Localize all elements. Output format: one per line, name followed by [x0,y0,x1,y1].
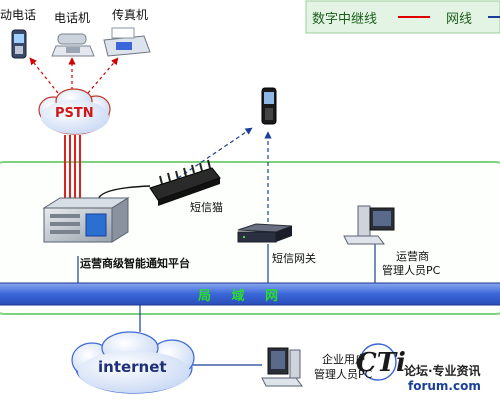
fax-label: 传真机 [112,8,149,22]
operator-pc-icon [343,205,395,245]
mobile-phone-icon [11,29,27,59]
pstn-to-phones-arrows [29,57,119,94]
fax-icon [103,27,151,57]
operator-pc-label-line2: 管理人员PC [382,264,441,277]
enterprise-pc-label-line1: 企业用户 [322,353,366,366]
pstn-cloud-label: PSTN [55,106,94,121]
operator-pc-label-line1: 运营商 [396,250,429,263]
watermark-logo-text: CTi [356,348,406,378]
lan-drop-lines [77,244,376,332]
watermark-logo [359,343,397,381]
pstn-cloud [38,88,111,135]
legend-network-line-label: 网线 [446,12,473,27]
sms-gateway-label: 短信网关 [272,252,316,265]
enterprise-pc-icon [261,347,303,387]
legend-box [305,0,500,34]
sms-gateway-icon [237,223,293,243]
sms-modem-icon [149,159,221,206]
sms-modem-label: 短信猫 [190,201,223,214]
telephone-label: 电话机 [54,11,91,25]
platform-label: 运营商级智能通知平台 [80,257,190,270]
digital-trunk-lines [64,135,81,202]
watermark-line2: forum.com [408,379,481,393]
legend-digital-trunk-label: 数字中继线 [312,12,378,27]
internet-cloud [71,331,195,394]
internet-cloud-label: internet [98,358,167,376]
lan-bus [0,282,500,306]
sms-to-mobile-arrows [177,127,272,222]
telephone-icon [51,33,95,57]
enterprise-pc-label-line2: 管理人员PC [314,368,373,381]
mobile-receiver-icon [261,87,277,125]
platform-server-icon [42,197,130,243]
lan-label: 局 域 网 [198,289,287,304]
mobile-phone-label: 动电话 [0,8,37,22]
watermark-line1: 论坛·专业资讯 [404,364,481,378]
